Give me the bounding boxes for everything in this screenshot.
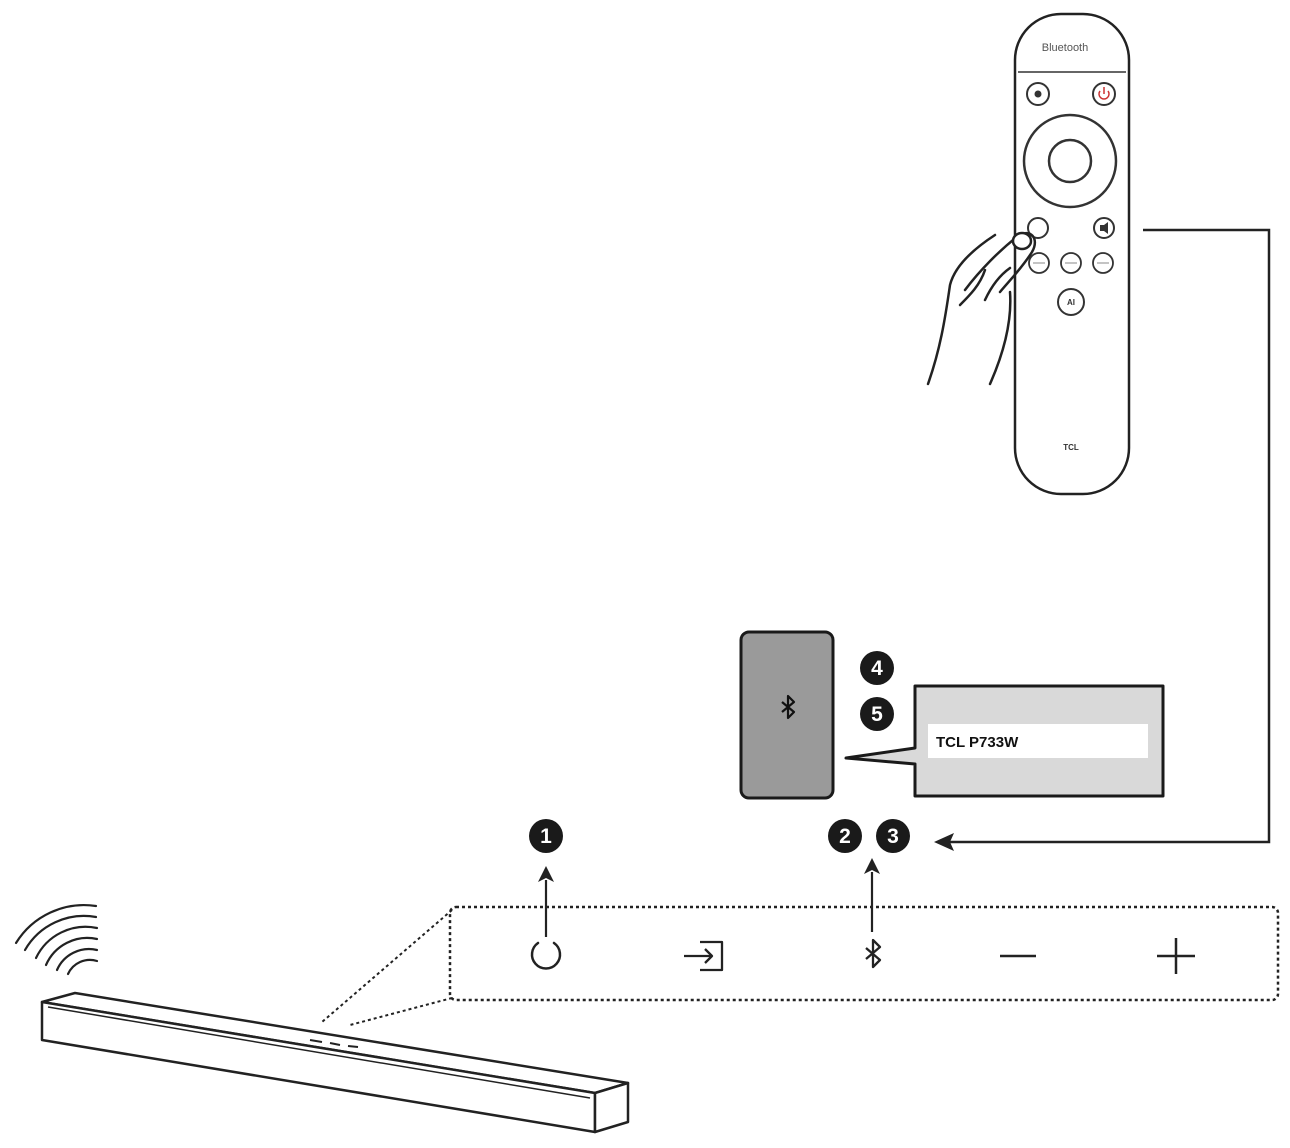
- step-badge-1: 1: [529, 819, 563, 853]
- arrow-to-bluetooth: [864, 858, 880, 932]
- soundbar-top-buttons: [309, 1039, 359, 1048]
- step-badge-2: 2: [828, 819, 862, 853]
- svg-text:5: 5: [871, 703, 883, 726]
- bluetooth-button-icon[interactable]: [865, 938, 882, 969]
- bluetooth-icon: [781, 694, 796, 720]
- wireless-signal-icon: [14, 904, 99, 976]
- volume-icon[interactable]: [1093, 217, 1115, 239]
- svg-text:4: 4: [871, 657, 883, 680]
- ai-button-label: AI: [1067, 298, 1075, 307]
- svg-text:1: 1: [540, 825, 552, 848]
- app-button-2[interactable]: [1060, 252, 1082, 274]
- soundbar-end: [593, 1081, 630, 1134]
- remote-control: Bluetooth: [1013, 12, 1131, 496]
- plus-icon[interactable]: [1157, 938, 1195, 974]
- step-badge-4: 4: [860, 651, 894, 685]
- svg-text:2: 2: [839, 825, 851, 848]
- mic-icon[interactable]: [1026, 82, 1050, 106]
- soundbar: [40, 991, 630, 1134]
- control-panel-zoom: [321, 858, 1280, 1026]
- arrow-to-power: [538, 866, 554, 937]
- device-list-popup: TCL P733W: [844, 684, 1165, 798]
- remote-power-icon[interactable]: [1092, 82, 1116, 106]
- step-badge-3: 3: [876, 819, 910, 853]
- ok-button[interactable]: [1047, 138, 1093, 184]
- hand-illustration: [926, 231, 1037, 386]
- connector-arrow: [934, 228, 1271, 851]
- step-badge-5: 5: [860, 697, 894, 731]
- device-name[interactable]: TCL P733W: [936, 734, 1019, 751]
- device-list-item[interactable]: [928, 724, 1148, 758]
- app-button-1[interactable]: [1028, 252, 1050, 274]
- svg-text:3: 3: [887, 825, 899, 848]
- power-icon[interactable]: [530, 941, 562, 970]
- smartphone: [739, 630, 835, 800]
- back-icon[interactable]: [1027, 217, 1049, 239]
- remote-header-label: Bluetooth: [1042, 42, 1088, 54]
- remote-brand-logo: TCL: [1063, 443, 1079, 452]
- ai-button[interactable]: AI: [1057, 288, 1085, 316]
- app-button-3[interactable]: [1092, 252, 1114, 274]
- input-icon[interactable]: [684, 940, 724, 972]
